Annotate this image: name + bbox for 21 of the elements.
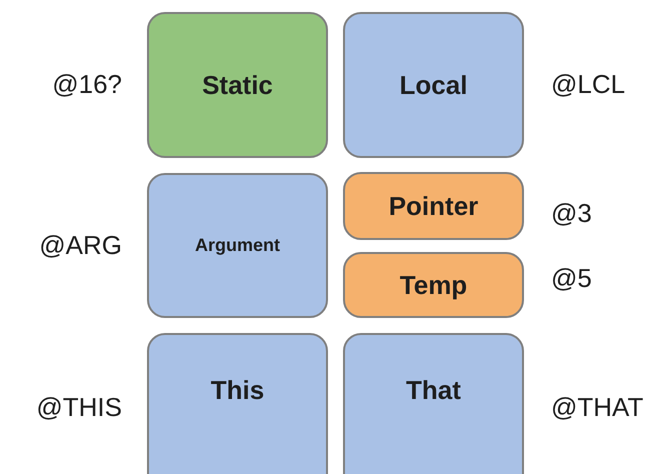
- base-address-label: @5: [551, 263, 592, 294]
- base-address-label: @THIS: [36, 392, 122, 423]
- memory-segment-box: [343, 12, 524, 158]
- base-address-label: @LCL: [551, 69, 626, 100]
- memory-segment-box: [343, 172, 524, 240]
- segment-name: Argument: [195, 235, 280, 256]
- segment-name: Pointer: [388, 190, 478, 222]
- memory-segment-box: [147, 12, 328, 158]
- memory-segment-box: [147, 173, 328, 318]
- memory-segment-box: [343, 333, 524, 474]
- segment-name: Local: [400, 70, 468, 100]
- segment-name: This: [210, 375, 264, 406]
- base-address-label: @3: [551, 198, 592, 229]
- base-address-label: @16?: [52, 69, 122, 100]
- memory-segment-box: [147, 333, 328, 474]
- segment-name: That: [406, 375, 461, 406]
- base-address-label: @ARG: [39, 230, 122, 260]
- segment-name: Temp: [400, 270, 468, 300]
- base-address-label: @THAT: [551, 392, 644, 423]
- memory-segment-box: [343, 252, 524, 318]
- segment-name: Static: [202, 70, 273, 100]
